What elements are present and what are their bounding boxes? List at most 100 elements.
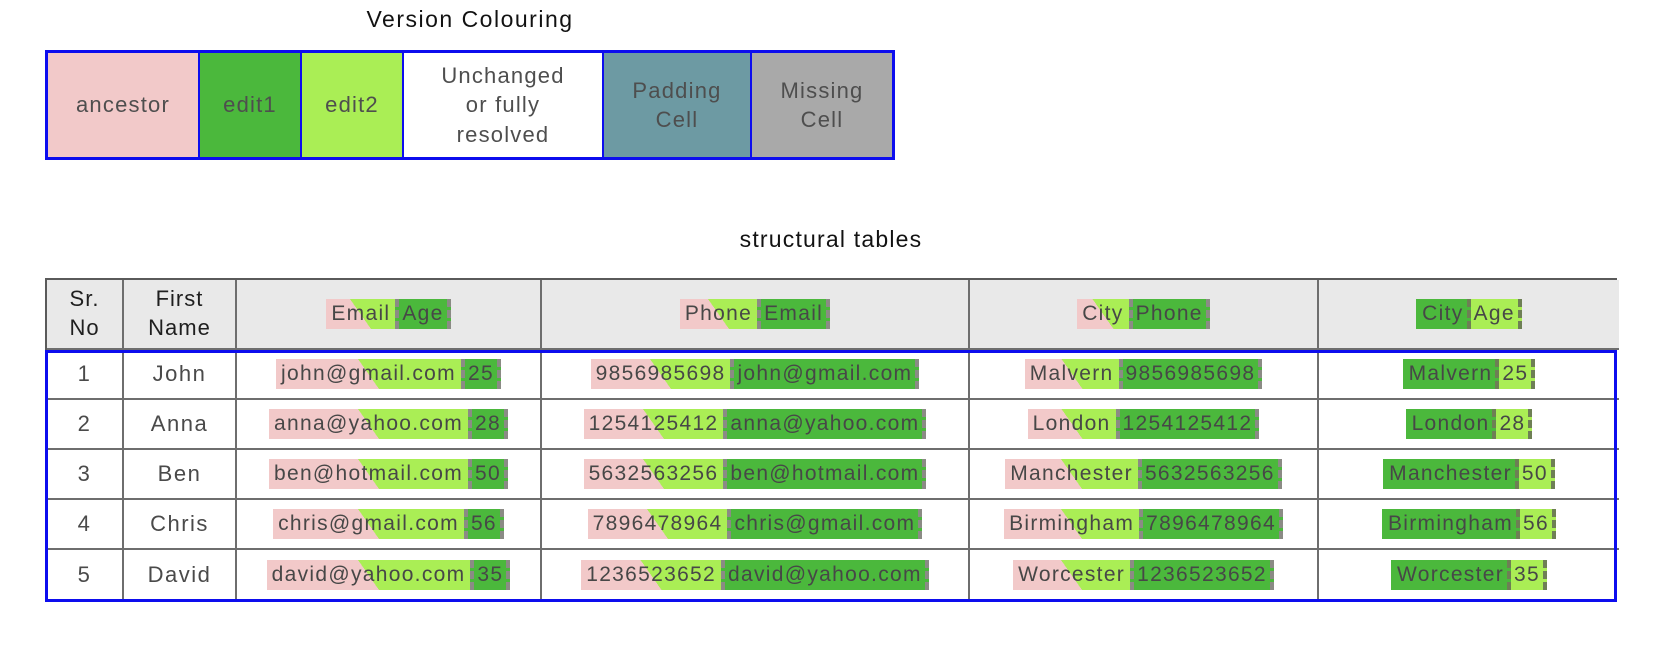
cell-highlight-ancestor-edit2: john@gmail.com bbox=[276, 359, 461, 389]
cell-highlight-ancestor-edit2: 7896478964 bbox=[587, 509, 728, 539]
cell-highlight-edit1: john@gmail.com bbox=[730, 359, 920, 389]
sr-no-cell: 2 bbox=[47, 400, 124, 450]
first-name-value: David bbox=[147, 562, 212, 587]
sr-no-cell: 1 bbox=[47, 350, 124, 400]
cell-highlight-ancestor-edit2: Malvern bbox=[1024, 359, 1119, 389]
legend-cell-missing: Missing Cell bbox=[750, 53, 892, 157]
sr-no-cell: 4 bbox=[47, 500, 124, 550]
first-name-value: Anna bbox=[150, 411, 209, 436]
cell-highlight-ancestor-edit2: 5632563256 bbox=[583, 459, 724, 489]
header-highlight-ancestor-edit2: City bbox=[1077, 299, 1129, 329]
sr-no-cell: 5 bbox=[47, 550, 124, 600]
cell-highlight-ancestor-edit2: david@yahoo.com bbox=[266, 560, 471, 590]
header-highlight-ancestor-edit2: Phone bbox=[679, 299, 758, 329]
header-highlight-ancestor-edit2: Email bbox=[326, 299, 396, 329]
cell-highlight-edit1: 50 bbox=[468, 459, 509, 489]
cell-highlight-ancestor-edit2: anna@yahoo.com bbox=[269, 409, 468, 439]
header-highlight-edit1: Email bbox=[757, 299, 831, 329]
legend-cell-padding: Padding Cell bbox=[602, 53, 750, 157]
legend-title: Version Colouring bbox=[366, 6, 574, 32]
cell-highlight-edit1: Malvern bbox=[1402, 359, 1500, 389]
sr-no-value: 4 bbox=[77, 511, 92, 536]
sr-no-value: 3 bbox=[77, 461, 92, 486]
header-highlight-edit1: City bbox=[1416, 299, 1471, 329]
header-highlight-edit1: Phone bbox=[1128, 299, 1210, 329]
cell-highlight-ancestor-edit2: London bbox=[1027, 409, 1116, 439]
cell-highlight-edit1: 5632563256 bbox=[1137, 459, 1282, 489]
cell-highlight-edit1: anna@yahoo.com bbox=[723, 409, 927, 439]
cell-highlight-edit1: 1236523652 bbox=[1130, 560, 1274, 590]
cell-highlight-ancestor-edit2: 1254125412 bbox=[583, 409, 724, 439]
first-name-cell: Chris bbox=[124, 500, 237, 550]
cell-highlight-ancestor-edit2: ben@hotmail.com bbox=[268, 459, 469, 489]
cell-highlight-ancestor-edit2: Worcester bbox=[1013, 560, 1131, 590]
cell-highlight-edit1: 35 bbox=[470, 560, 511, 590]
sr-no-value: 5 bbox=[77, 562, 92, 587]
header-label: First Name bbox=[148, 286, 211, 340]
first-name-value: Chris bbox=[150, 511, 209, 536]
cell-highlight-edit2: 25 bbox=[1499, 359, 1536, 389]
cell-highlight-ancestor-edit2: chris@gmail.com bbox=[273, 509, 464, 539]
header-label: Sr. No bbox=[69, 286, 100, 340]
cell-highlight-edit2: 28 bbox=[1496, 409, 1533, 439]
header-highlight-edit2: Age bbox=[1470, 299, 1522, 329]
cell-highlight-edit1: 25 bbox=[460, 359, 501, 389]
first-name-cell: David bbox=[124, 550, 237, 600]
cell-highlight-edit2: 50 bbox=[1518, 459, 1555, 489]
cell-highlight-edit1: david@yahoo.com bbox=[721, 560, 929, 590]
cell-highlight-ancestor-edit2: 9856985698 bbox=[590, 359, 731, 389]
cell-highlight-edit2: 35 bbox=[1511, 560, 1547, 590]
cell-highlight-edit2: 56 bbox=[1520, 509, 1556, 539]
cell-highlight-ancestor-edit2: Manchester bbox=[1005, 459, 1138, 489]
sr-no-value: 1 bbox=[77, 361, 92, 386]
legend-cell-unchanged: Unchanged or fully resolved bbox=[402, 53, 602, 157]
cell-highlight-edit1: Worcester bbox=[1391, 560, 1512, 590]
legend-cell-edit2: edit2 bbox=[300, 53, 402, 157]
cell-highlight-edit1: Manchester bbox=[1383, 459, 1519, 489]
legend-cell-edit1: edit1 bbox=[198, 53, 300, 157]
legend-cell-ancestor: ancestor bbox=[48, 53, 198, 157]
cell-highlight-ancestor-edit2: Birmingham bbox=[1004, 509, 1140, 539]
cell-highlight-edit1: Birmingham bbox=[1381, 509, 1521, 539]
header-cell-sr-no: Sr. No bbox=[47, 280, 124, 350]
cell-highlight-edit1: ben@hotmail.com bbox=[723, 459, 927, 489]
cell-highlight-ancestor-edit2: 1236523652 bbox=[581, 560, 722, 590]
first-name-value: John bbox=[152, 361, 207, 386]
cell-highlight-edit1: 56 bbox=[463, 509, 504, 539]
cell-highlight-edit1: 1254125412 bbox=[1115, 409, 1260, 439]
first-name-value: Ben bbox=[157, 461, 202, 486]
first-name-cell: John bbox=[124, 350, 237, 400]
table-title: structural tables bbox=[739, 226, 923, 252]
first-name-cell: Ben bbox=[124, 450, 237, 500]
sr-no-cell: 3 bbox=[47, 450, 124, 500]
cell-highlight-edit1: 28 bbox=[468, 409, 508, 439]
sr-no-value: 2 bbox=[77, 411, 92, 436]
cell-highlight-edit1: London bbox=[1405, 409, 1497, 439]
